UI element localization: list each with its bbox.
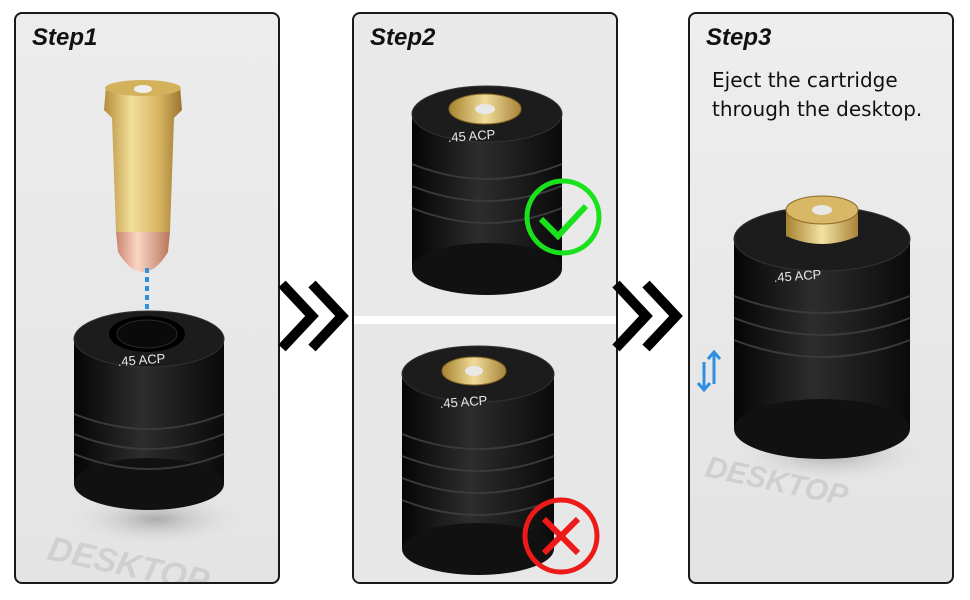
step2-title: Step2 bbox=[370, 24, 436, 51]
divider bbox=[354, 316, 616, 324]
product-label: .45 ACP bbox=[773, 267, 822, 285]
product-label: .45 ACP bbox=[439, 393, 488, 411]
double-chevron-right-icon bbox=[612, 280, 683, 352]
step2-wrong-section: .45 ACP bbox=[354, 324, 616, 582]
up-down-arrows-icon bbox=[696, 349, 722, 393]
step3-description: Eject the cartridge through the desktop. bbox=[712, 68, 923, 121]
product-label: .45 ACP bbox=[447, 127, 496, 145]
step1-panel: Step1 bbox=[14, 12, 280, 584]
double-chevron-right-icon bbox=[278, 280, 349, 352]
x-circle-icon bbox=[522, 497, 600, 575]
step3-panel: Step3 Eject the cartridge through the de… bbox=[688, 12, 954, 584]
cartridge bbox=[104, 80, 182, 272]
product-label: .45 ACP bbox=[117, 351, 166, 369]
check-circle-icon bbox=[524, 178, 602, 256]
step2-panel: Step2 .45 ACP bbox=[352, 12, 618, 584]
step3-title: Step3 bbox=[706, 24, 772, 51]
step2-correct-illustration: .45 ACP bbox=[411, 85, 602, 295]
step2-wrong-illustration: .45 ACP bbox=[401, 345, 600, 575]
step3-illustration: .45 ACP DESKTOP bbox=[696, 195, 930, 513]
step1-illustration: .45 ACP DESKTOP bbox=[44, 80, 246, 582]
step1-title: Step1 bbox=[32, 24, 98, 51]
holder-cylinder: .45 ACP bbox=[73, 310, 225, 510]
